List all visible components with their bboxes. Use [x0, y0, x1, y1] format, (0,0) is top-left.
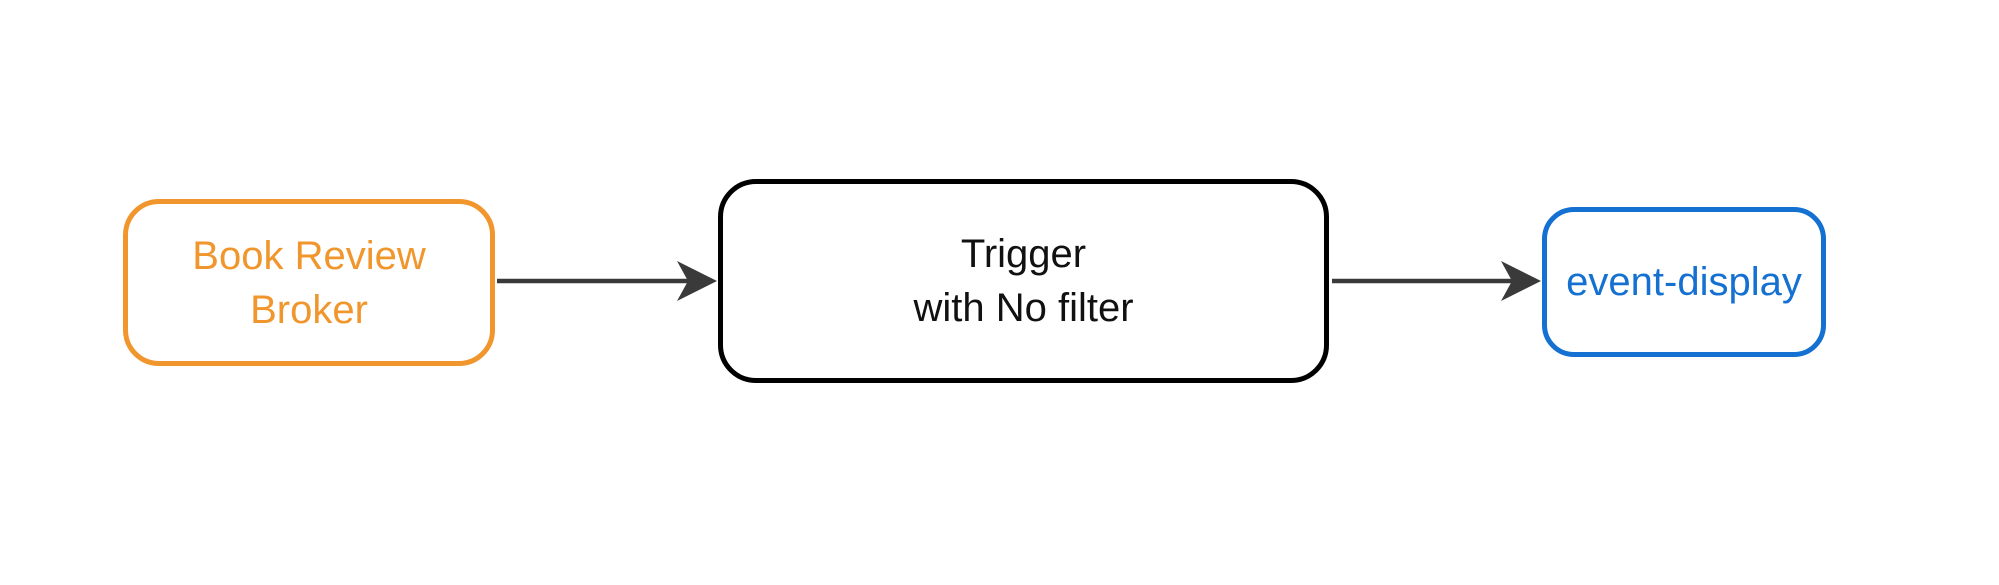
node-label-line: Book Review — [192, 233, 426, 278]
node-label-line: with No filter — [913, 286, 1134, 330]
arrow-trigger-to-event-display — [1332, 261, 1541, 301]
node-label-line: Broker — [250, 287, 368, 332]
node-book-review-broker: Book Review Broker — [123, 199, 495, 366]
arrow-broker-to-trigger — [497, 261, 717, 301]
node-label-line: Trigger — [960, 232, 1087, 276]
node-trigger-with-no-filter: Trigger with No filter — [718, 179, 1329, 383]
arrowhead-icon — [677, 261, 717, 301]
node-label-line: event-display — [1566, 260, 1802, 304]
arrowhead-icon — [1501, 261, 1541, 301]
node-event-display: event-display — [1542, 207, 1826, 357]
